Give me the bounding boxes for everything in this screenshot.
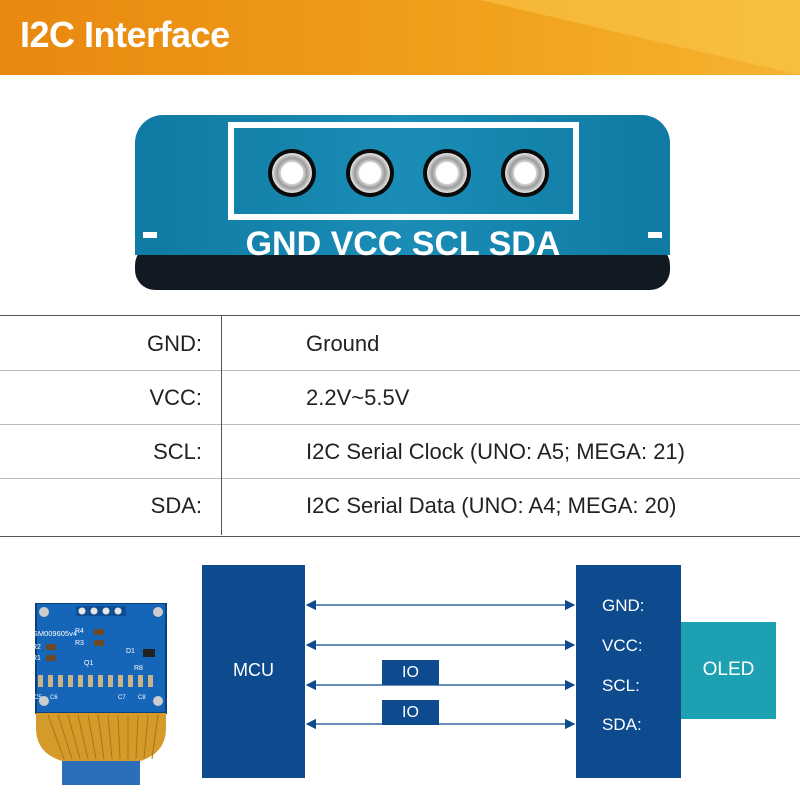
module-label: R4 (75, 628, 84, 635)
io-block: IO (382, 660, 439, 685)
module-label: R1 (32, 655, 41, 662)
pin-pads (268, 149, 549, 197)
module-label: D1 (126, 648, 135, 655)
module-label: GM009605v4 (32, 629, 77, 638)
diagram-pin-label: GND: (602, 596, 645, 615)
oled-label: OLED (702, 659, 755, 680)
module-label: C7 (118, 695, 126, 701)
banner-stripe (480, 0, 800, 75)
module-label: C5 (34, 695, 42, 701)
module-label: Q1 (84, 660, 93, 667)
table-row: SDA: I2C Serial Data (UNO: A4; MEGA: 20) (0, 478, 800, 532)
pcb-header-svg: GND VCC SCL SDA (135, 115, 670, 290)
table-row: VCC: 2.2V~5.5V (0, 370, 800, 425)
pcb-silkscreen-labels: GND VCC SCL SDA (246, 225, 561, 263)
table-row: GND: Ground (0, 316, 800, 371)
pin-table: GND: Ground VCC: 2.2V~5.5V SCL: I2C Seri… (0, 315, 800, 537)
io-block: IO (382, 700, 439, 725)
oled-module-svg: GM009605v4 R4 R3 R2 R1 Q1 D1 R8 C5 C6 C7… (32, 602, 167, 785)
pcb-dark-edge (135, 245, 670, 290)
module-label: R2 (32, 644, 41, 651)
mcu-block (202, 565, 305, 778)
oled-module-photo: GM009605v4 R4 R3 R2 R1 Q1 D1 R8 C5 C6 C7… (28, 602, 173, 786)
pin-name: SDA: (150, 493, 202, 518)
table-row: SCL: I2C Serial Clock (UNO: A5; MEGA: 21… (0, 424, 800, 479)
header-banner: I2C Interface (0, 0, 800, 75)
pin-outline (228, 122, 579, 220)
pin-desc: I2C Serial Clock (UNO: A5; MEGA: 21) (306, 439, 685, 464)
module-label: C6 (50, 695, 58, 701)
pin-name: SCL: (153, 439, 202, 464)
pin-name: GND: (147, 331, 202, 356)
diagram-pin-label: SCL: (602, 676, 640, 695)
table-divider (221, 315, 222, 535)
pin-desc: Ground (306, 331, 380, 356)
page-title: I2C Interface (20, 14, 230, 55)
mcu-label: MCU (233, 660, 274, 680)
oled-driver-block (576, 565, 681, 778)
pin-name: VCC: (149, 385, 202, 410)
module-label: C8 (138, 695, 146, 701)
pcb-header-photo: GND VCC SCL SDA (135, 115, 670, 290)
module-label: R8 (134, 665, 143, 672)
pin-desc: 2.2V~5.5V (306, 385, 410, 410)
diagram-pin-label: SDA: (602, 715, 642, 734)
oled-block (681, 622, 776, 719)
module-label: R3 (75, 640, 84, 647)
diagram-pin-label: VCC: (602, 636, 643, 655)
pin-desc: I2C Serial Data (UNO: A4; MEGA: 20) (306, 493, 677, 518)
